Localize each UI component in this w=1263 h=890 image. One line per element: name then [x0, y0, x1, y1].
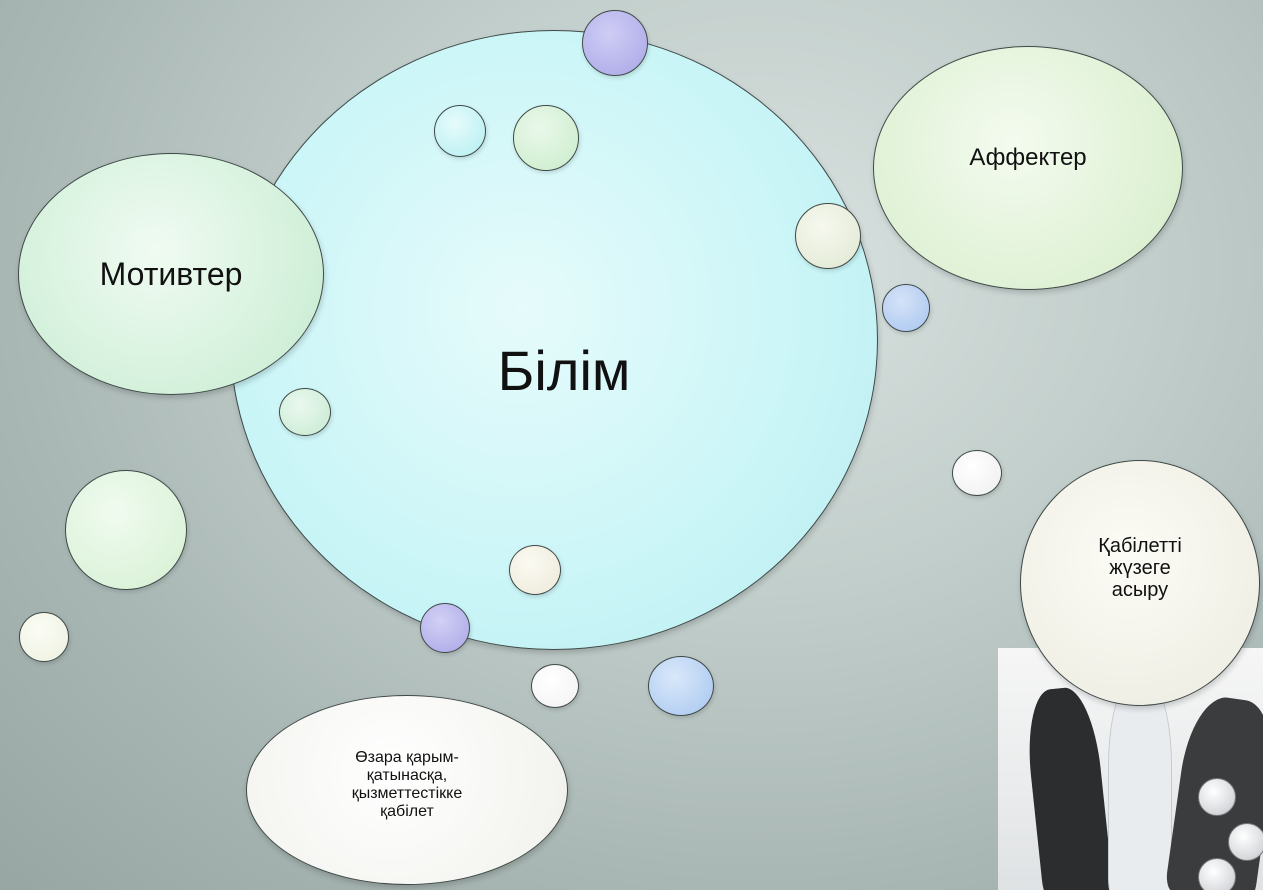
network-node-icon — [1228, 823, 1263, 861]
person-silhouette-left — [1022, 684, 1114, 890]
decor-bubble — [882, 284, 930, 332]
interaction-label-line: қатынасқа, — [366, 767, 448, 784]
center-label: Білім — [497, 338, 631, 402]
decor-bubble — [648, 656, 714, 716]
bubble-ability-to-realize: Қабілетті жүзеге асыру — [1020, 460, 1260, 706]
interaction-label-line: қабілет — [380, 803, 434, 820]
decor-bubble — [952, 450, 1002, 496]
decor-bubble — [420, 603, 470, 653]
decor-bubble — [531, 664, 579, 708]
bubble-affects: Аффектер — [873, 46, 1183, 290]
network-node-icon — [1198, 778, 1236, 816]
decor-bubble — [513, 105, 579, 171]
bubble-motives: Мотивтер — [18, 153, 324, 395]
interaction-label-line: Өзара қарым- — [355, 749, 459, 766]
decor-bubble — [509, 545, 561, 595]
affects-label: Аффектер — [969, 144, 1087, 171]
ability-label-line: асыру — [1111, 579, 1169, 601]
decor-bubble — [582, 10, 648, 76]
decor-bubble — [795, 203, 861, 269]
decor-bubble — [434, 105, 486, 157]
decor-bubble — [279, 388, 331, 436]
decor-bubble — [65, 470, 187, 590]
motives-label: Мотивтер — [99, 255, 243, 292]
decor-bubble — [19, 612, 69, 662]
bubble-interaction-ability: Өзара қарым- қатынасқа, қызметтестікке қ… — [246, 695, 568, 885]
ability-label: Қабілетті жүзеге асыру — [1098, 535, 1182, 601]
network-node-icon — [1198, 858, 1236, 890]
interaction-label-line: қызметтестікке — [351, 785, 463, 802]
ability-label-line: Қабілетті — [1098, 535, 1182, 557]
ability-label-line: жүзеге — [1109, 557, 1171, 579]
person-silhouette-middle — [1108, 678, 1172, 890]
interaction-label: Өзара қарым- қатынасқа, қызметтестікке қ… — [352, 749, 463, 821]
